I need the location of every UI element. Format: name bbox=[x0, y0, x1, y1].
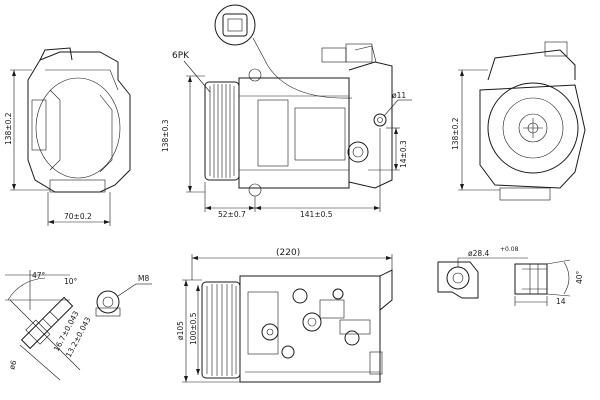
side-width-label: 70±0.2 bbox=[64, 212, 92, 221]
port-angle-label: 40° bbox=[575, 270, 584, 284]
front-length-label: 141±0.5 bbox=[300, 210, 333, 219]
bottom-view: (220) ø105 100±0.5 bbox=[176, 248, 393, 383]
port-depth-label: 14 bbox=[556, 297, 566, 306]
fitting-detail: 47° 10° 16.7±0.043 13.2±0.043 ø6 bbox=[5, 270, 93, 381]
port-tolerance-label: +0.08 bbox=[500, 246, 519, 253]
rear-view: 138±0.2 bbox=[451, 41, 586, 201]
fitting-angle-a: 47° bbox=[32, 271, 46, 280]
front-view: 138±0.3 52±0.7 141±0.5 ø11 14±0.3 bbox=[161, 43, 412, 219]
side-height-label: 138±0.2 bbox=[4, 112, 13, 145]
thread-detail: M8 bbox=[95, 274, 152, 317]
belt-type-label: 6PK bbox=[172, 51, 190, 61]
front-height-label: 138±0.3 bbox=[161, 119, 170, 152]
bottom-overall-label: (220) bbox=[276, 248, 300, 258]
port-diameter-label: ø28.4 bbox=[468, 249, 490, 258]
front-offset-label: 52±0.7 bbox=[218, 210, 246, 219]
rear-height-label: 138±0.2 bbox=[451, 117, 460, 150]
connector-callout bbox=[214, 4, 269, 67]
front-port-offset-label: 14±0.3 bbox=[399, 140, 408, 168]
front-hole-label: ø11 bbox=[392, 91, 406, 100]
side-view: 138±0.2 70±0.2 bbox=[4, 47, 131, 226]
belt-label: 6PK bbox=[172, 51, 211, 93]
bottom-outer-diameter-label: ø105 bbox=[176, 321, 185, 340]
fitting-angle-b: 10° bbox=[64, 277, 78, 286]
bottom-pulley-diameter-label: 100±0.5 bbox=[189, 312, 198, 345]
fitting-dim-c: ø6 bbox=[7, 359, 18, 371]
port-detail: ø28.4 +0.08 40° 14 bbox=[437, 246, 584, 306]
thread-label: M8 bbox=[138, 274, 149, 283]
